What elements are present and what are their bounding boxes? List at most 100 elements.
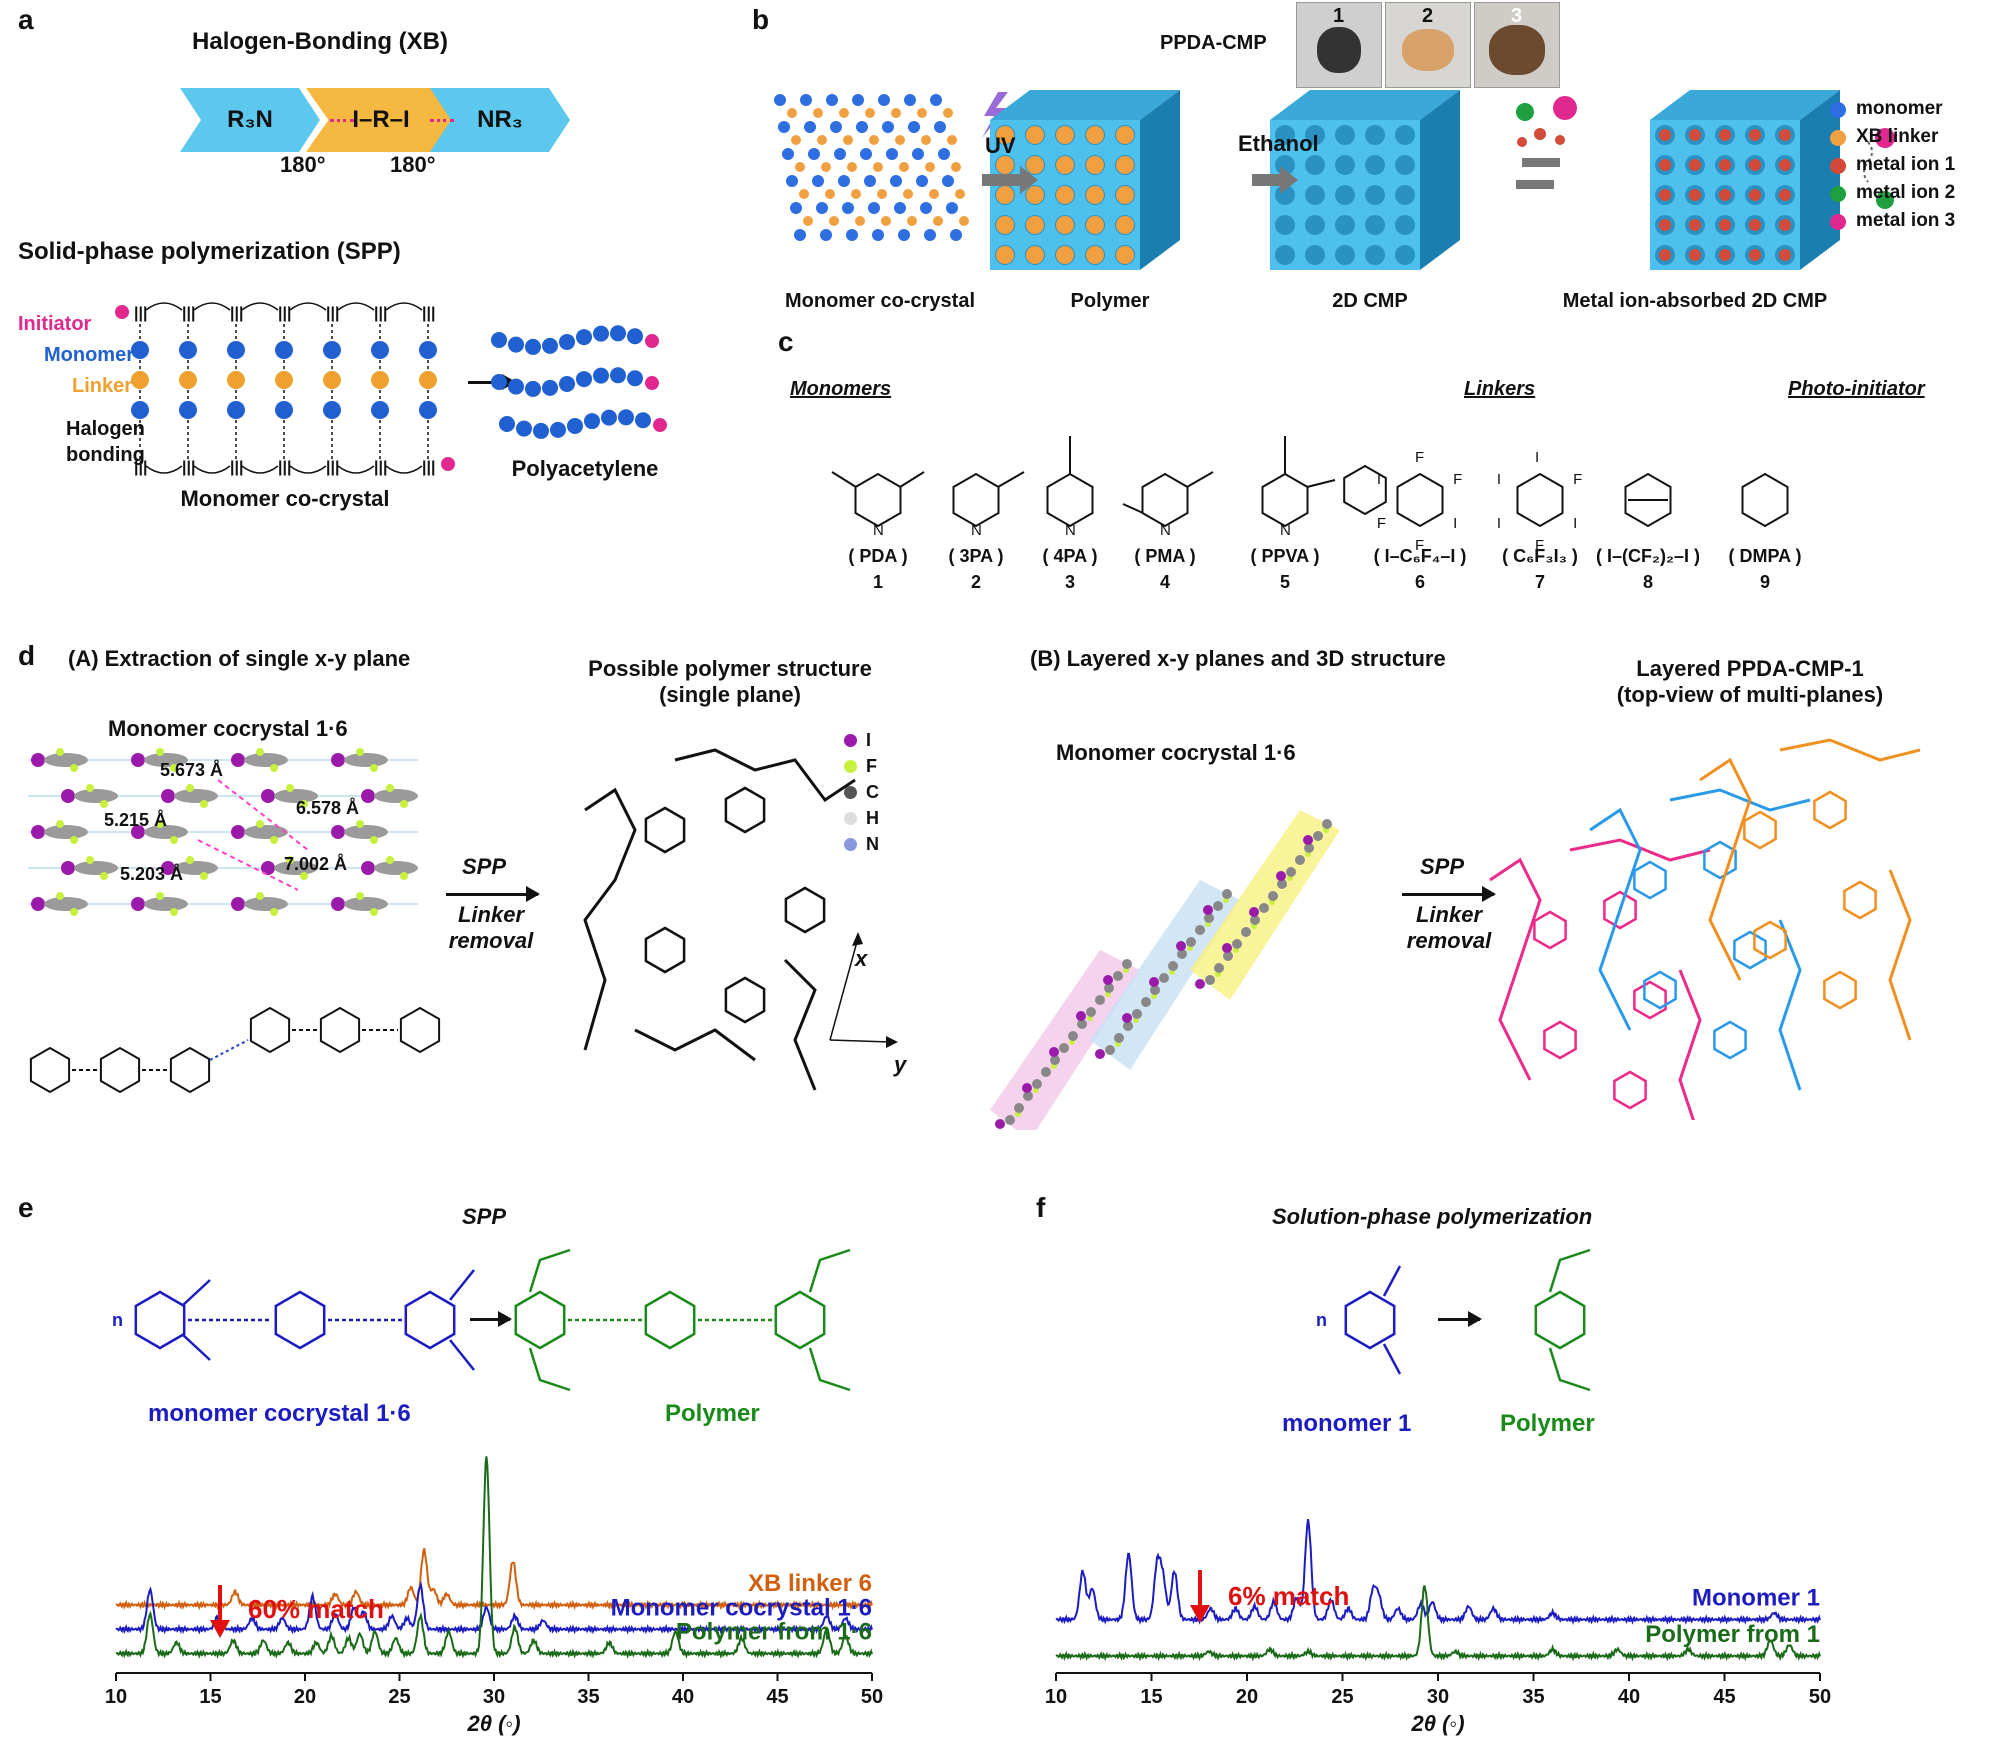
molecule-number: 1	[872, 572, 883, 592]
group-photo-initiator: Photo-initiator	[1788, 378, 1925, 400]
f-reaction-arrow	[1438, 1311, 1482, 1327]
photo-sample-1: 1	[1296, 2, 1382, 88]
atom-label: I	[866, 730, 872, 750]
caption-2d-cmp: 2D CMP	[1332, 290, 1408, 312]
single-plane-polymer	[583, 748, 856, 1091]
e-reaction-arrow	[470, 1311, 512, 1327]
svg-text:|||: |||	[326, 459, 339, 476]
panel-label-e: e	[18, 1192, 34, 1223]
molecule-abbr: ( PPVA )	[1250, 546, 1320, 566]
svg-text:N: N	[1280, 522, 1291, 539]
legend-dot	[1830, 214, 1846, 230]
legend-label: metal ion 2	[1856, 182, 1956, 203]
svg-text:F: F	[1535, 537, 1544, 550]
caption-metal-cmp: Metal ion-absorbed 2D CMP	[1562, 290, 1828, 312]
atom-dot	[844, 812, 857, 825]
match-label: 6% match	[1228, 1581, 1349, 1611]
x-tick-label: 15	[1140, 1686, 1162, 1708]
svg-text:I: I	[1377, 471, 1381, 488]
xrd-trace	[1055, 1519, 1821, 1625]
f-monomer-label: monomer 1	[1282, 1410, 1412, 1437]
legend-dot	[1830, 102, 1846, 118]
e-polymer-label: Polymer	[665, 1400, 760, 1427]
atom-dot	[844, 786, 857, 799]
distance-1: 5.673 Å	[160, 760, 224, 780]
cocrystal-1-6-view	[28, 748, 418, 916]
atom-label: H	[866, 808, 879, 828]
f-polymer-label: Polymer	[1500, 1410, 1595, 1437]
svg-text:|||: |||	[182, 459, 195, 476]
atom-label: F	[866, 756, 877, 776]
x-axis-label: 2θ (◦)	[466, 1711, 520, 1736]
svg-text:|||: |||	[230, 305, 243, 322]
atom-dot	[844, 760, 857, 773]
x-tick-label: 25	[388, 1686, 410, 1708]
x-tick-label: 30	[1427, 1686, 1449, 1708]
x-tick-label: 35	[577, 1686, 599, 1708]
group-monomers: Monomers	[790, 378, 892, 400]
xrd-trace	[115, 1547, 873, 1611]
x-tick-label: 45	[766, 1686, 788, 1708]
xb-bond-left	[330, 119, 354, 122]
x-tick-label: 50	[1809, 1686, 1831, 1708]
molecule-number: 6	[1414, 572, 1425, 592]
panel-label-a: a	[18, 4, 34, 35]
x-tick-label: 40	[1618, 1686, 1640, 1708]
trace-label: Polymer from 1	[1645, 1621, 1820, 1648]
role-linker: Linker	[72, 375, 133, 397]
svg-text:|||: |||	[278, 305, 291, 322]
uv-bolt-icon	[982, 92, 1008, 138]
distance-3: 5.215 Å	[104, 810, 168, 830]
caption-polymer: Polymer	[1070, 290, 1150, 312]
svg-text:N: N	[1065, 522, 1076, 539]
d-arrow-a	[446, 886, 540, 902]
molecule-number: 2	[970, 572, 981, 592]
release-arrow	[1516, 180, 1554, 189]
panel-label-c: c	[778, 326, 794, 357]
ethanol-arrow	[1252, 166, 1298, 194]
svg-text:I: I	[1535, 449, 1539, 466]
molecule-number: 3	[1064, 572, 1075, 592]
svg-text:|||: |||	[326, 305, 339, 322]
panel-label-b: b	[752, 4, 770, 35]
f-title: Solution-phase polymerization	[1272, 1204, 1593, 1229]
molecule-abbr: ( I–C₆F₄–I )	[1373, 546, 1467, 566]
svg-text:F: F	[1377, 515, 1386, 532]
svg-text:F: F	[1415, 537, 1424, 550]
legend-label: XB linker	[1856, 126, 1939, 147]
d-b-subtitle: Monomer cocrystal 1·6	[1056, 740, 1296, 765]
d-linker-removal-a: Linker removal	[448, 902, 534, 953]
layered-cocrystal-3d	[990, 810, 1340, 1130]
atom-label: N	[866, 834, 879, 854]
svg-text:F: F	[1573, 471, 1582, 488]
d-a-subtitle: Monomer cocrystal 1·6	[108, 716, 348, 741]
legend-label: monomer	[1856, 98, 1943, 119]
d-spp-b: SPP	[1420, 854, 1465, 879]
molecule-number: 9	[1759, 572, 1770, 592]
absorb-arrow	[1522, 158, 1560, 167]
angle-left: 180°	[280, 152, 326, 177]
xrd-trace	[115, 1456, 873, 1660]
distance-4: 7.002 Å	[284, 854, 348, 874]
xb-bond-right	[430, 119, 454, 122]
d-b-title: (B) Layered x-y planes and 3D structure	[1030, 646, 1446, 671]
d-a-title: (A) Extraction of single x-y plane	[68, 646, 411, 671]
x-tick-label: 30	[483, 1686, 505, 1708]
svg-text:|||: |||	[230, 459, 243, 476]
molecule-abbr: ( 4PA )	[1042, 546, 1098, 566]
xrd-trace	[1055, 1585, 1821, 1662]
svg-text:|||: |||	[422, 305, 435, 322]
trace-label: Monomer cocrystal 1·6	[611, 1594, 872, 1621]
photo-sample-2: 2	[1385, 2, 1471, 88]
molecule-abbr: ( PDA )	[848, 546, 908, 566]
x-tick-label: 40	[672, 1686, 694, 1708]
legend-dot	[1830, 186, 1846, 202]
panel-label-f: f	[1036, 1192, 1046, 1223]
d-linker-removal-b: Linker removal	[1406, 902, 1492, 953]
role-initiator: Initiator	[18, 313, 92, 335]
xb-title: Halogen-Bonding (XB)	[192, 28, 448, 55]
svg-text:I: I	[1573, 515, 1577, 532]
molecule-abbr: ( 3PA )	[948, 546, 1004, 566]
